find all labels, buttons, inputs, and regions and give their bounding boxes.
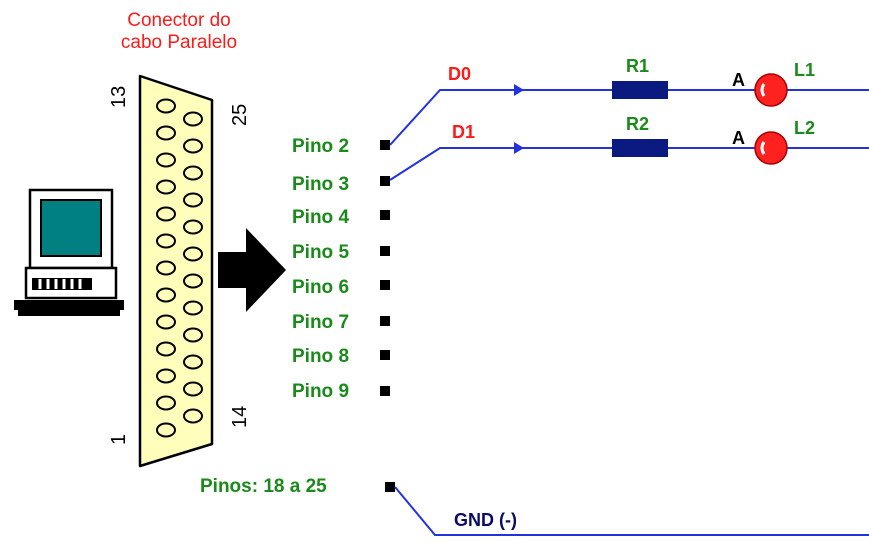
signal-label-d0: D0 — [448, 64, 471, 84]
connector-hole — [183, 381, 203, 397]
resistor-r2 — [612, 139, 668, 157]
connector-hole — [156, 314, 176, 330]
arrowhead-d1-icon — [514, 142, 524, 154]
num-1: 1 — [108, 434, 130, 445]
anode-label-1: A — [732, 70, 745, 90]
arrowhead-d0-icon — [514, 84, 524, 96]
pin-label-5: Pino 5 — [292, 242, 349, 263]
connector-hole — [156, 395, 176, 411]
connector-hole — [183, 273, 203, 289]
connector-caption-line2: cabo Paralelo — [120, 32, 238, 53]
pin-label-7: Pino 7 — [292, 312, 349, 333]
pin-terminal-6 — [380, 280, 390, 290]
connector-hole — [183, 165, 203, 181]
pin-label-9: Pino 9 — [292, 381, 349, 402]
pin-terminals — [380, 140, 395, 492]
connector-hole — [156, 152, 176, 168]
resistor-r1 — [612, 81, 668, 99]
pin-terminal-5 — [380, 246, 390, 256]
connector-hole — [156, 287, 176, 303]
num-25: 25 — [229, 104, 251, 126]
pin-label-3: Pino 3 — [292, 174, 349, 195]
connector-holes-right — [183, 111, 203, 424]
resistor-label-r1: R1 — [626, 56, 649, 76]
connector-hole — [183, 408, 203, 424]
connector-hole — [156, 422, 176, 438]
arrow-icon — [218, 228, 286, 312]
connector-hole — [183, 246, 203, 262]
connector-hole — [156, 125, 176, 141]
connector-hole — [156, 206, 176, 222]
connector-hole — [183, 138, 203, 154]
pin-terminal-9 — [380, 386, 390, 396]
wires — [389, 89, 869, 536]
connector-hole — [156, 341, 176, 357]
led-l2 — [754, 131, 788, 165]
wire-gnd — [394, 486, 869, 536]
num-14: 14 — [229, 406, 251, 428]
pin-terminal-2 — [380, 140, 390, 150]
pin-terminal-4 — [380, 210, 390, 220]
pin-terminal-7 — [380, 316, 390, 326]
connector-caption-line1: Conector do — [127, 10, 231, 31]
wire-d0 — [389, 89, 869, 146]
led-label-l2: L2 — [794, 118, 815, 138]
pin-label-2: Pino 2 — [292, 136, 349, 157]
connector-hole — [156, 98, 176, 114]
pin-terminal-3 — [380, 176, 390, 186]
connector-hole — [183, 192, 203, 208]
connector-hole — [183, 300, 203, 316]
led-label-l1: L1 — [794, 60, 815, 80]
connector-holes-left — [156, 98, 176, 438]
connector-hole — [156, 179, 176, 195]
anode-label-2: A — [732, 128, 745, 148]
wire-d1 — [389, 147, 869, 181]
connector-caption: Conector do cabo Paralelo — [86, 10, 272, 54]
pin-terminal-gnd — [385, 482, 395, 492]
ground-pins-label: Pinos: 18 a 25 — [200, 476, 327, 497]
connector-hole — [156, 233, 176, 249]
connector-hole — [156, 260, 176, 276]
connector-hole — [183, 219, 203, 235]
connector-hole — [183, 111, 203, 127]
resistor-label-r2: R2 — [626, 114, 649, 134]
pin-label-4: Pino 4 — [292, 207, 349, 228]
num-13: 13 — [108, 86, 130, 108]
gnd-label: GND (-) — [454, 510, 517, 530]
pin-terminal-8 — [380, 350, 390, 360]
db25-connector — [138, 74, 214, 468]
pin-label-8: Pino 8 — [292, 346, 349, 367]
signal-label-d1: D1 — [452, 122, 475, 142]
connector-hole — [156, 368, 176, 384]
led-l1 — [754, 73, 788, 107]
connector-hole — [183, 327, 203, 343]
pin-label-6: Pino 6 — [292, 277, 349, 298]
computer-icon — [14, 188, 124, 316]
connector-hole — [183, 354, 203, 370]
